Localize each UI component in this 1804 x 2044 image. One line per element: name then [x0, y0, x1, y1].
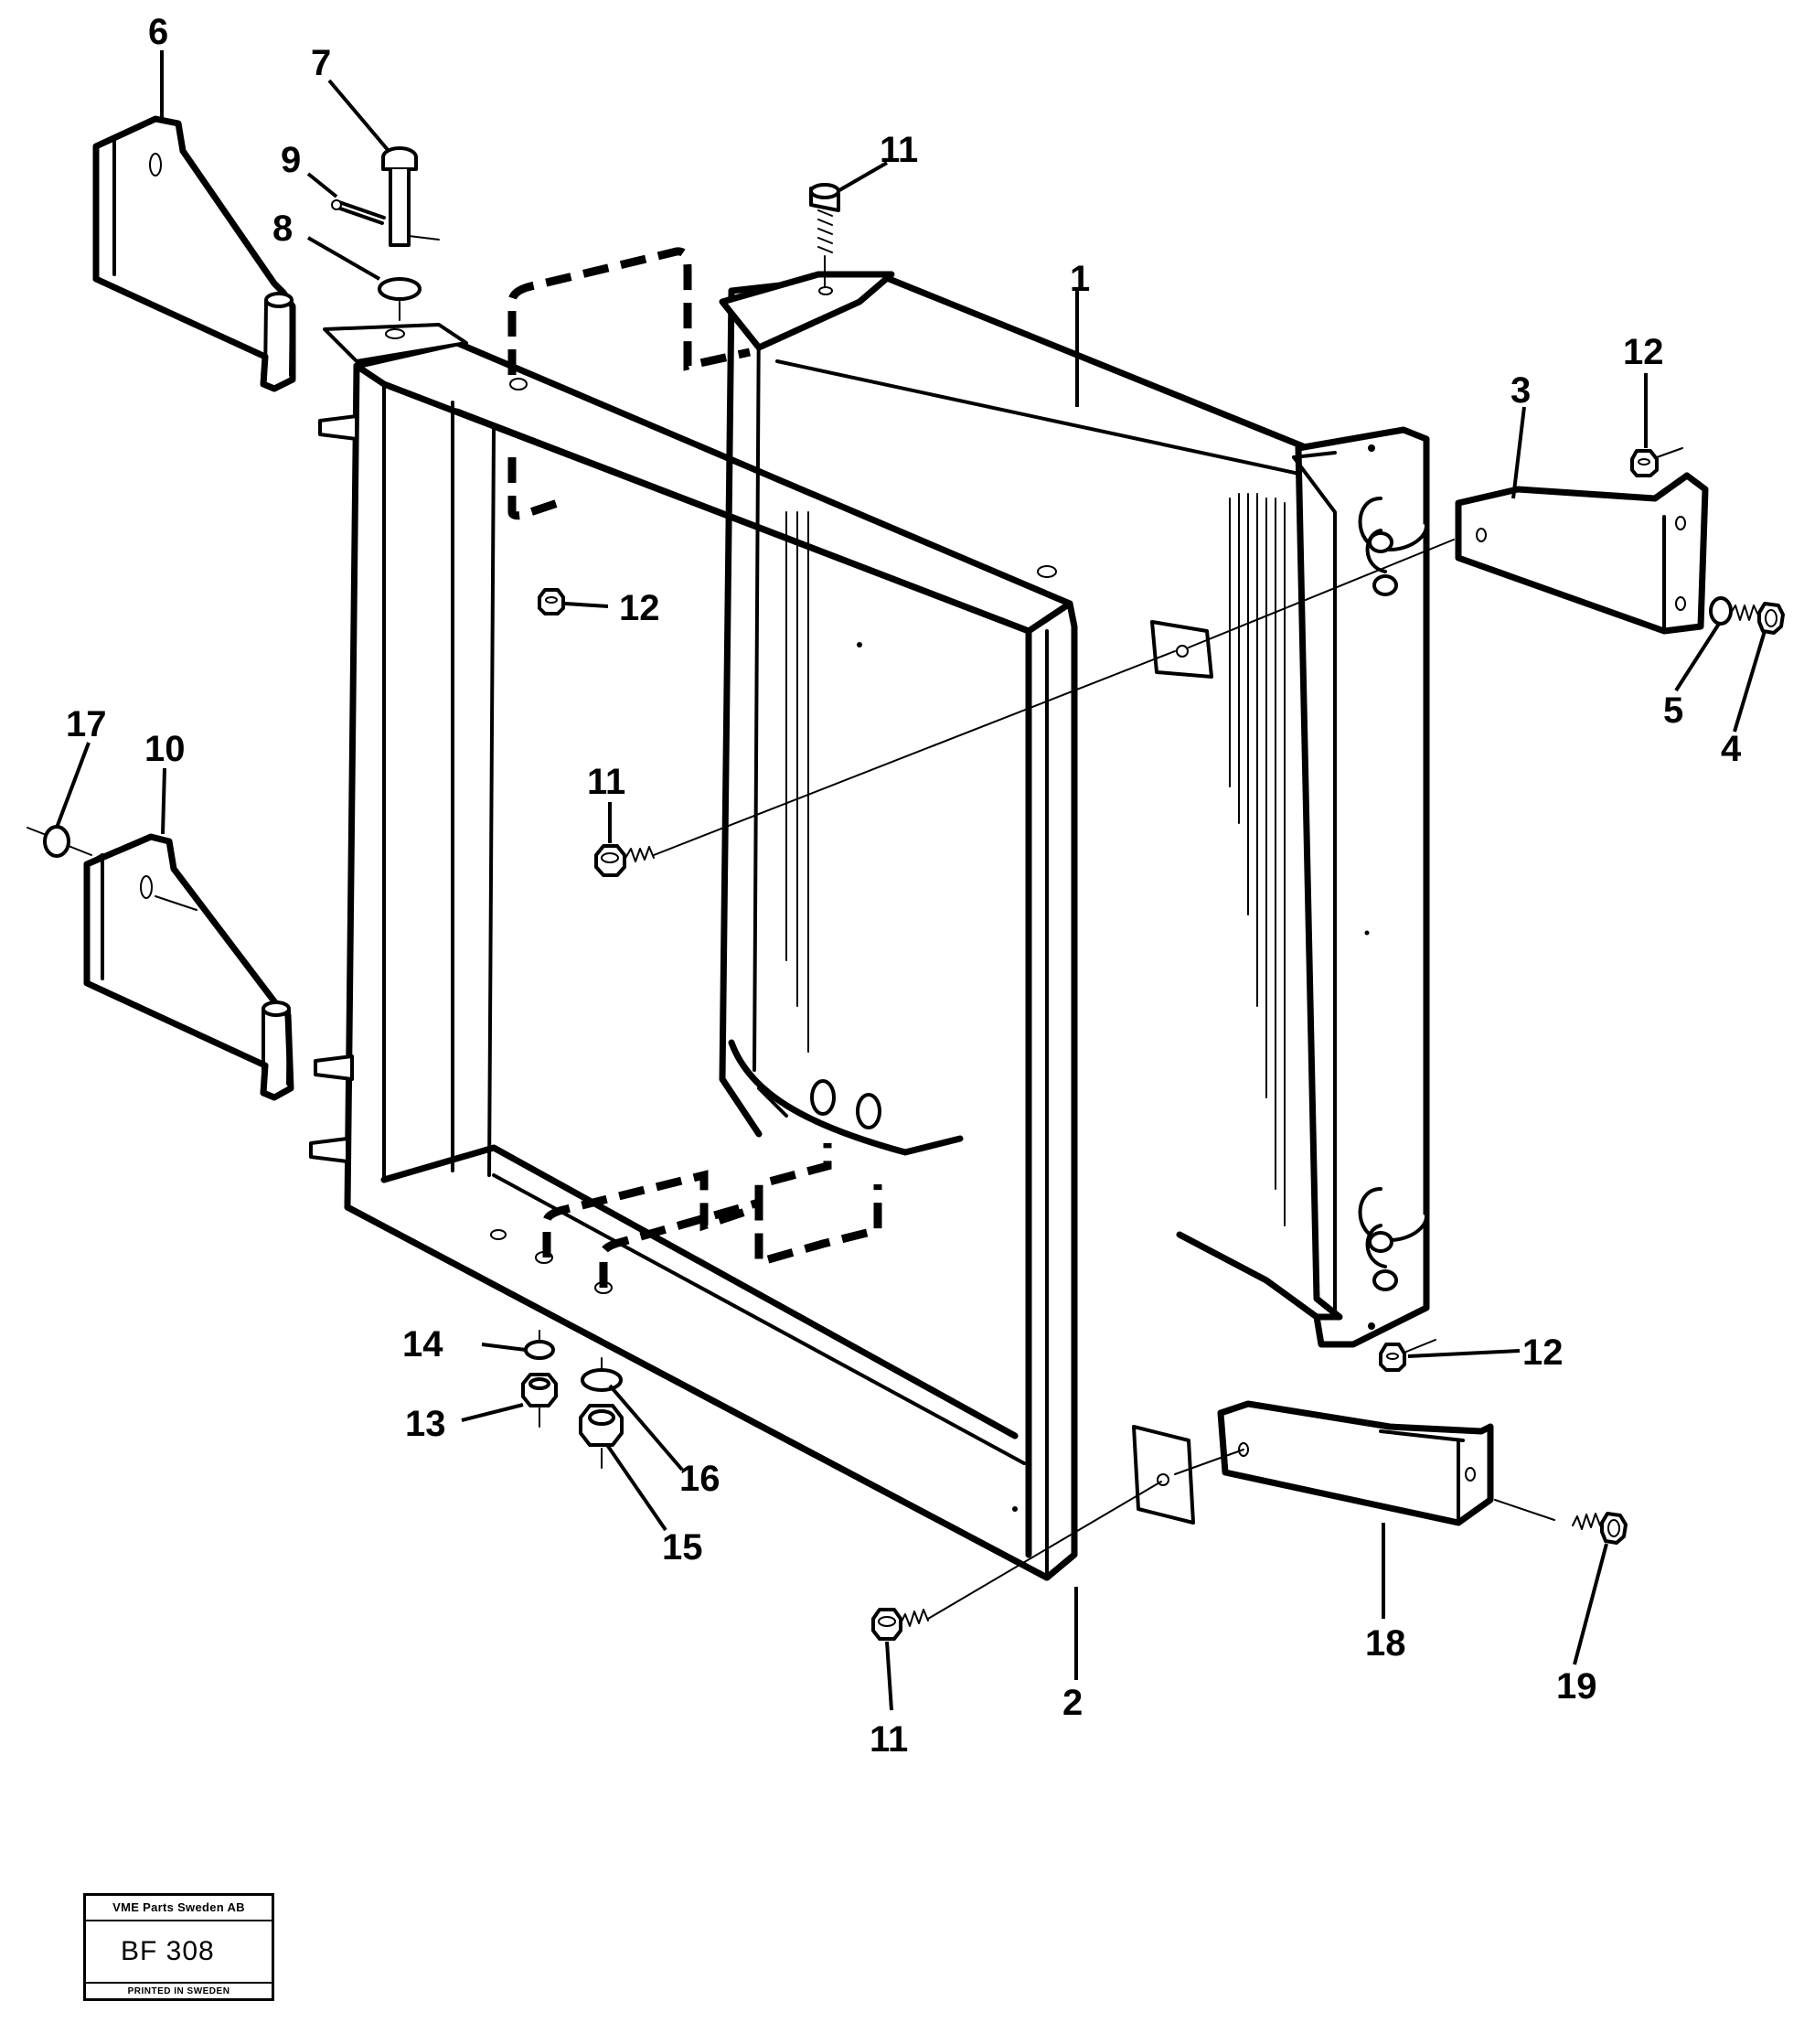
callout-12-mid: 12 — [619, 588, 660, 628]
nut-part-12-bottom-right-icon — [1379, 1339, 1436, 1372]
radiator-core-part-1 — [719, 271, 1430, 1348]
fasteners — [27, 146, 1785, 1641]
stamp-code: BF 308 — [121, 1936, 215, 1966]
callout-19: 19 — [1556, 1666, 1597, 1707]
publisher-stamp: VME Parts Sweden AB BF 308 PRINTED IN SW… — [83, 1893, 274, 2001]
callout-18: 18 — [1365, 1623, 1406, 1664]
washer-part-5-icon — [1709, 596, 1733, 626]
callout-6: 6 — [148, 12, 168, 52]
callout-5: 5 — [1663, 690, 1683, 731]
strap-part-10 — [83, 833, 294, 1101]
callout-9: 9 — [281, 140, 301, 180]
strap-part-6 — [92, 115, 296, 392]
callout-16: 16 — [679, 1459, 721, 1499]
cotter-pin-part-9-icon — [331, 199, 386, 225]
nut-part-13-icon — [521, 1373, 558, 1428]
bracket-part-3 — [1455, 472, 1709, 635]
callout-13: 13 — [405, 1404, 446, 1444]
bolt-part-11-top-icon — [809, 183, 840, 295]
nut-part-12-top-right-icon — [1630, 447, 1683, 477]
callout-12-bottom-right: 12 — [1522, 1332, 1564, 1373]
front-frame-part-2 — [309, 323, 1370, 1581]
leader-lines — [55, 50, 1767, 1711]
callout-11-top: 11 — [880, 130, 918, 170]
washer-part-14-icon — [524, 1330, 555, 1360]
callout-17: 17 — [66, 704, 107, 744]
callout-14: 14 — [402, 1324, 443, 1364]
callout-1: 1 — [1070, 259, 1090, 299]
bolt-part-4-icon — [1729, 602, 1785, 635]
washer-part-16-icon — [581, 1357, 623, 1392]
callout-4: 4 — [1721, 729, 1742, 769]
bracket-part-18 — [1217, 1400, 1494, 1526]
bolt-part-11-mid-icon — [594, 539, 1455, 877]
callout-labels: 1 2 3 4 5 6 7 8 9 10 11 11 11 12 12 12 1… — [66, 12, 1742, 1760]
callout-11-mid: 11 — [587, 762, 625, 802]
washer-part-8-icon — [378, 277, 422, 321]
callout-2: 2 — [1062, 1683, 1083, 1723]
bolt-part-11-bottom-icon — [871, 1449, 1244, 1641]
hidden-lines — [507, 247, 882, 1288]
callout-12-top-right: 12 — [1623, 332, 1664, 372]
callout-8: 8 — [272, 209, 293, 249]
callout-7: 7 — [311, 43, 331, 83]
callout-10: 10 — [144, 729, 186, 769]
stamp-company: VME Parts Sweden AB — [86, 1896, 272, 1921]
callout-3: 3 — [1510, 370, 1531, 411]
stamp-printed: PRINTED IN SWEDEN — [86, 1982, 272, 2002]
washer-part-17-icon — [27, 825, 92, 858]
pin-part-7-icon — [381, 146, 440, 247]
callout-11-bottom: 11 — [870, 1719, 908, 1760]
callout-15: 15 — [662, 1527, 703, 1568]
nut-part-12-mid-icon — [538, 588, 565, 615]
nut-part-15-icon — [579, 1404, 624, 1469]
bolt-part-19-icon — [1494, 1499, 1628, 1545]
